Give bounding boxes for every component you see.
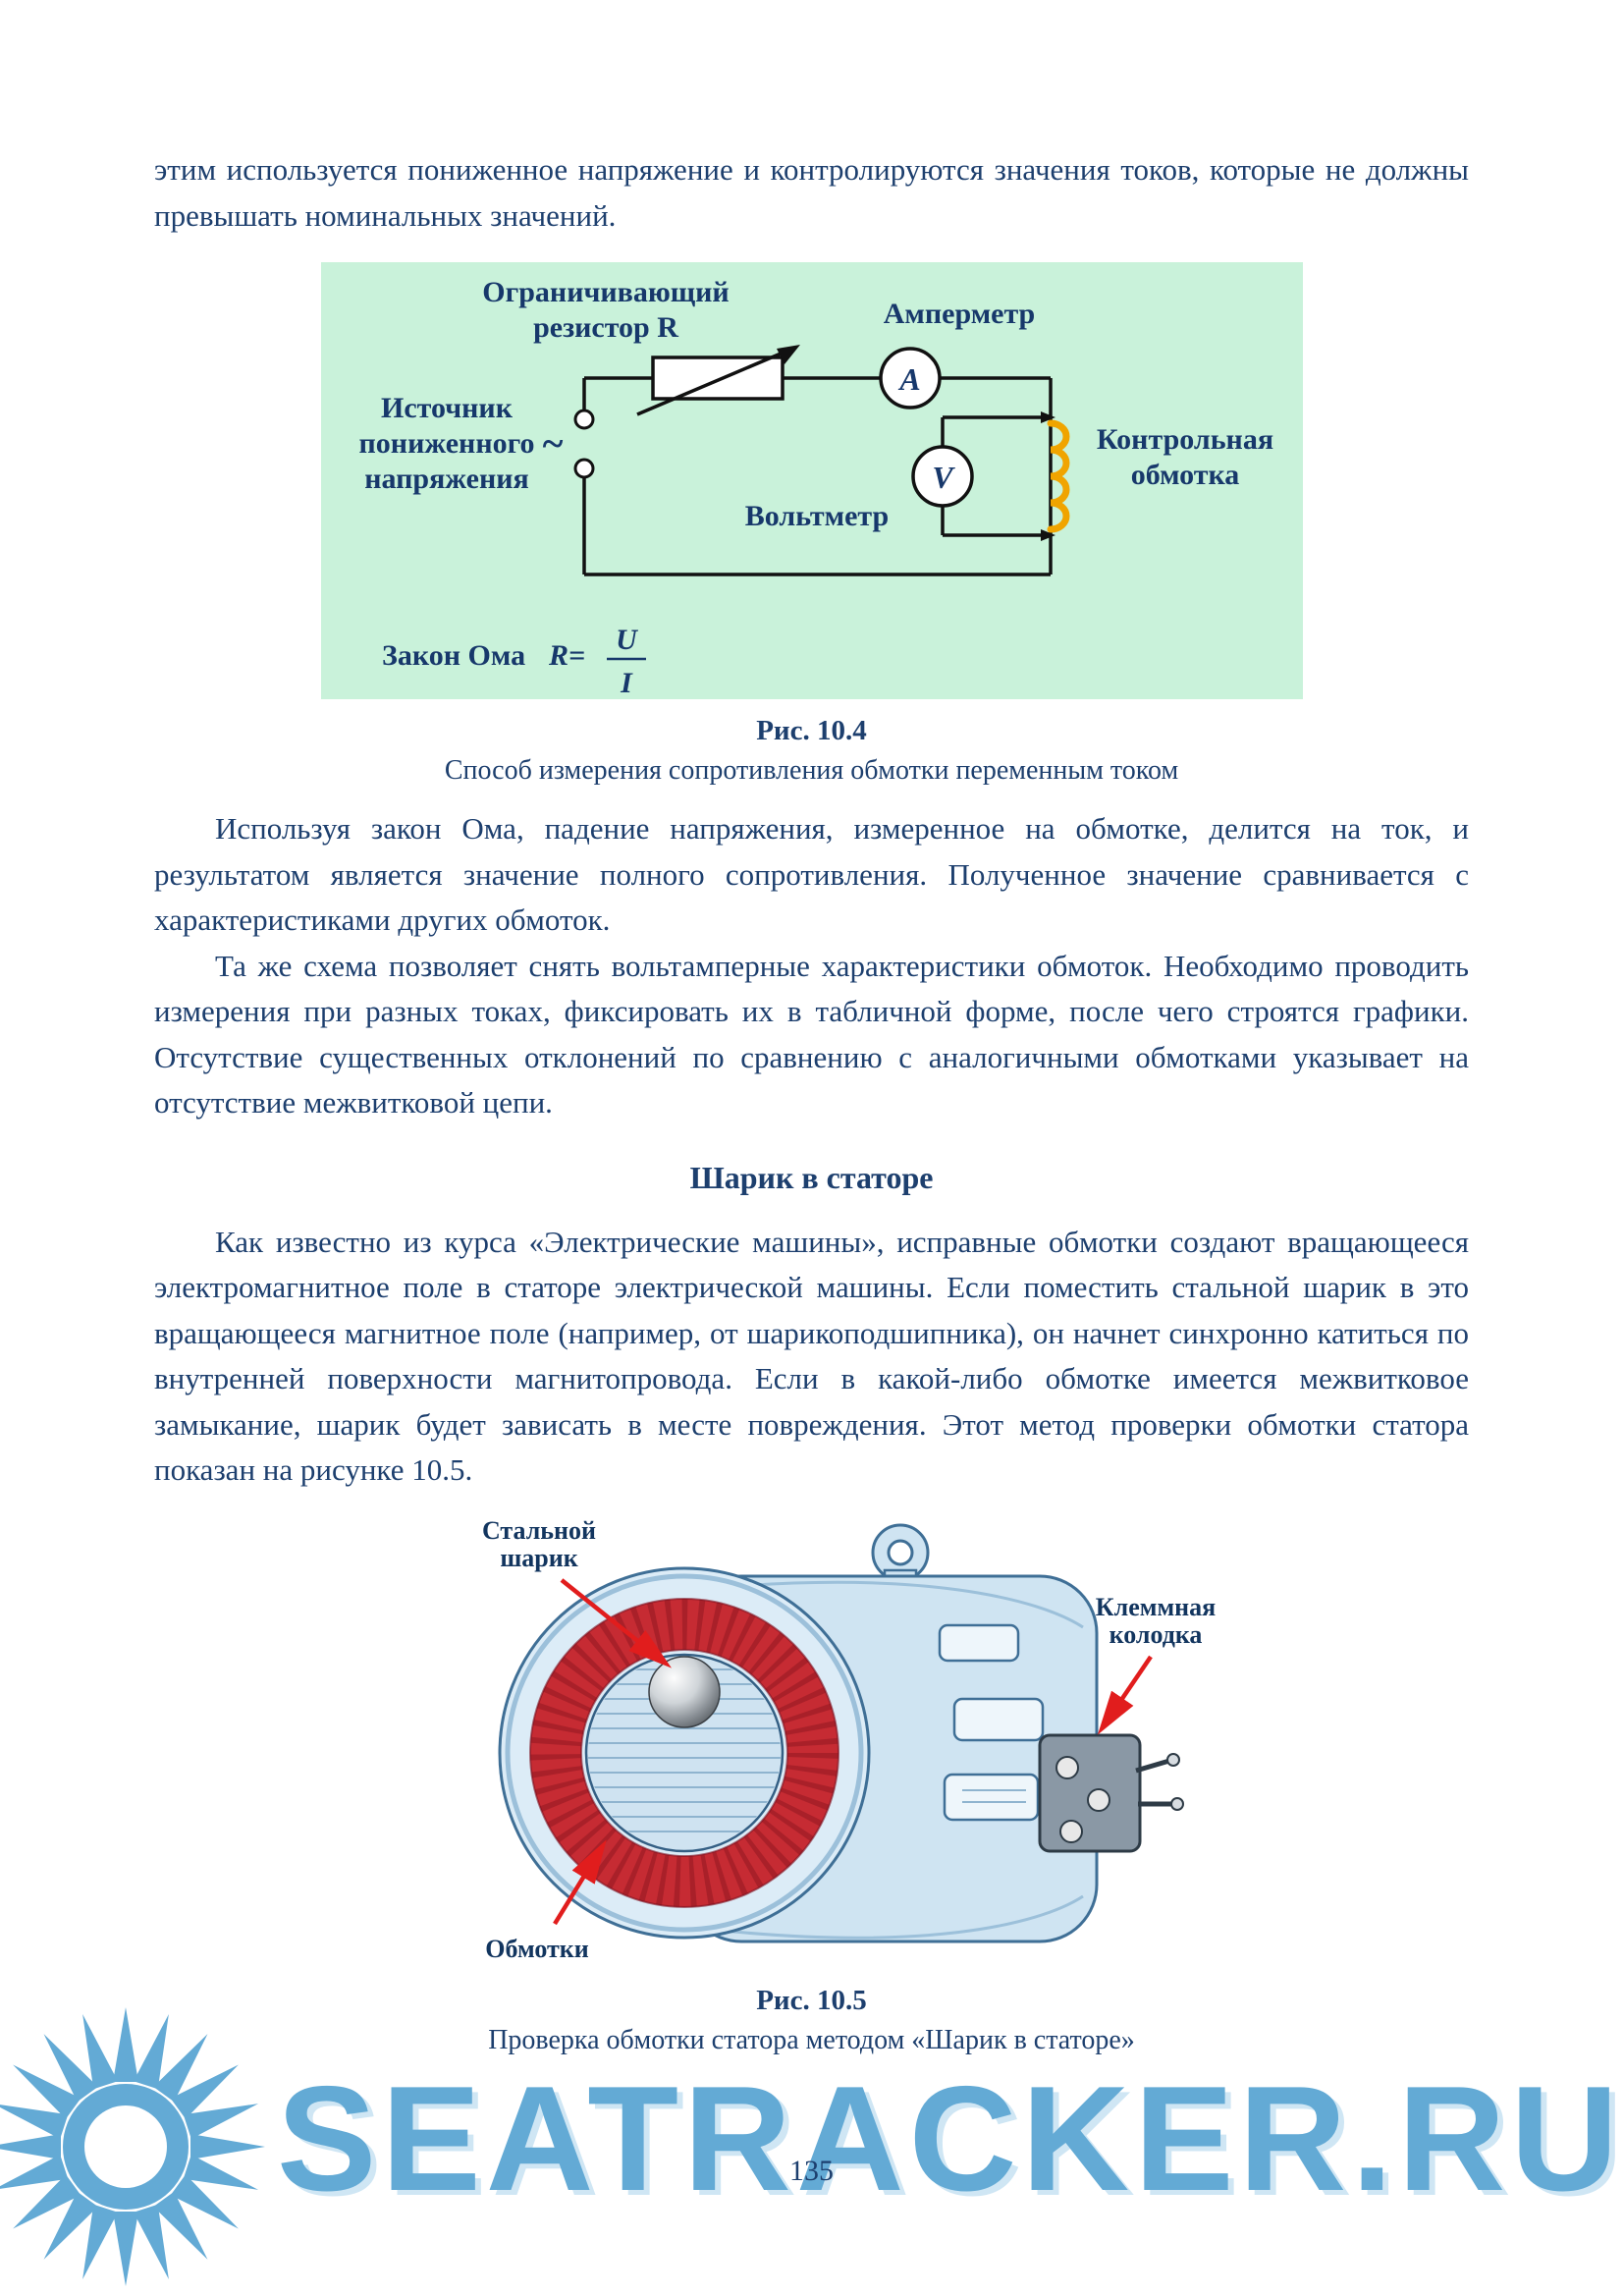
source-terminals bbox=[573, 409, 594, 479]
label-ammeter: Амперметр bbox=[883, 298, 1034, 330]
label-terminal-line2: колодка bbox=[1109, 1620, 1202, 1649]
stator-bore bbox=[584, 1653, 784, 1852]
label-terminal-line1: Клеммная bbox=[1095, 1593, 1215, 1621]
callout-arrows bbox=[552, 1577, 1153, 1925]
winding-ring bbox=[528, 1597, 839, 1908]
terminal-block bbox=[1038, 1733, 1184, 1852]
label-source-line2: пониженного bbox=[358, 427, 534, 460]
ac-symbol: ~ bbox=[542, 421, 563, 465]
paragraph-ball-in-stator: Как известно из курса «Электрические маш… bbox=[154, 1224, 1469, 1488]
sun-logo-icon bbox=[0, 2007, 265, 2286]
page-number: 135 bbox=[789, 2155, 834, 2187]
steel-ball bbox=[647, 1655, 721, 1728]
watermark-text: SEATRACKER.RU bbox=[277, 2055, 1623, 2222]
figure-10-4-caption-text: Способ измерения сопротивления обмотки п… bbox=[444, 755, 1179, 786]
ammeter-symbol: A bbox=[878, 347, 942, 410]
label-winding-line1: Контрольная bbox=[1096, 423, 1272, 456]
label-voltmeter: Вольтметр bbox=[744, 500, 888, 532]
arrow-windings bbox=[552, 1838, 607, 1925]
arrow-steel-ball bbox=[560, 1577, 672, 1668]
label-source-line1: Источник bbox=[381, 392, 514, 424]
figure-10-4-circuit: A V Ограничивающий резистор R Амперметр … bbox=[320, 262, 1303, 699]
arrow-terminal-block bbox=[1097, 1655, 1153, 1734]
circuit-diagram: A V Ограничивающий резистор R Амперметр … bbox=[358, 276, 1273, 699]
paragraph-ohm-law: Используя закон Ома, падение напряжения,… bbox=[154, 811, 1469, 937]
label-resistor-line1: Ограничивающий bbox=[482, 276, 729, 308]
coil-symbol bbox=[1047, 419, 1069, 533]
voltmeter-symbol: V bbox=[910, 445, 974, 508]
branch-arrow-top bbox=[1040, 411, 1055, 423]
watermark: SEATRACKER.RU bbox=[0, 2007, 1623, 2286]
ohm-law-label: Закон Ома bbox=[382, 639, 525, 672]
motor-illustration: Стальной шарик Клеммная колодка Обмотки bbox=[481, 1516, 1215, 1963]
figure-10-5-motor: Стальной шарик Клеммная колодка Обмотки bbox=[390, 1507, 1234, 1969]
label-resistor-line2: резистор R bbox=[533, 311, 678, 344]
label-steel-ball-line2: шарик bbox=[500, 1544, 577, 1572]
label-source-line3: напряжения bbox=[364, 463, 529, 495]
resistor-symbol bbox=[635, 345, 800, 416]
page-content: этим используется пониженное напряжение … bbox=[154, 147, 1469, 2056]
ohm-law-u: U bbox=[616, 624, 638, 656]
intro-paragraph: этим используется пониженное напряжение … bbox=[154, 152, 1469, 233]
paragraph-same-scheme: Та же схема позволяет снять вольтамперны… bbox=[154, 948, 1469, 1121]
voltmeter-letter: V bbox=[932, 460, 955, 495]
label-winding-line2: обмотка bbox=[1130, 459, 1239, 491]
figure-10-4-caption-number: Рис. 10.4 bbox=[756, 715, 867, 746]
section-heading: Шарик в статоре bbox=[689, 1159, 934, 1195]
figure-10-5-caption-number: Рис. 10.5 bbox=[756, 1984, 867, 2016]
ohm-law-i: I bbox=[620, 667, 633, 699]
ohm-law-formula: Закон Ома R= U I bbox=[382, 624, 646, 699]
ammeter-letter: A bbox=[897, 361, 920, 397]
label-windings: Обмотки bbox=[485, 1935, 588, 1963]
figure-10-5-caption-text: Проверка обмотки статора методом «Шарик … bbox=[488, 2024, 1135, 2055]
label-steel-ball-line1: Стальной bbox=[481, 1516, 595, 1545]
branch-arrow-bottom bbox=[1040, 529, 1055, 541]
ohm-law-r: R= bbox=[548, 639, 585, 672]
